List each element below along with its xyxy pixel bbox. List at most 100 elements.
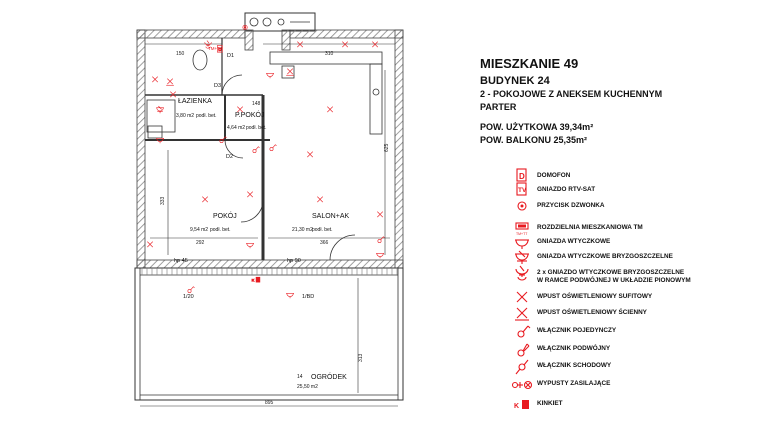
legend-item: WŁĄCZNIK POJEDYNCZY <box>465 325 760 340</box>
wall-light-icon <box>166 78 174 86</box>
svg-text:D: D <box>218 47 221 52</box>
power-socket-icon <box>286 292 294 299</box>
legend-label: GNIAZDA WTYCZKOWE <box>537 238 611 245</box>
legend-item: GNIAZDA WTYCZKOWE <box>465 237 760 251</box>
single-switch-icon <box>377 236 385 244</box>
legend-item: WPUST OŚWIETLENIOWY ŚCIENNY <box>465 307 760 322</box>
svg-text:K: K <box>252 279 255 283</box>
svg-text:K: K <box>514 403 519 410</box>
legend-label: ROZDZIELNIA MIESZKANIOWA TM <box>537 224 643 231</box>
room-floor-small-room: podł. bet. <box>246 125 267 131</box>
svg-text:D: D <box>519 172 525 181</box>
legend-label: WŁĄCZNIK POJEDYNCZY <box>537 327 617 334</box>
kitchen-counter <box>269 51 383 135</box>
room-area-living-room: 21,30 m2 <box>292 227 313 233</box>
legend-item: D DOMOFON <box>465 168 760 185</box>
single-switch-icon <box>517 325 531 338</box>
room-name-living-room: SALON+AK <box>312 213 349 220</box>
splashproof-socket-icon <box>156 105 164 114</box>
legend-item: PRZYCISK DZWONKA <box>465 201 760 215</box>
wall-lamp-icon: K <box>514 400 529 410</box>
room-area-garden: 25,50 m2 <box>297 384 318 390</box>
dimension-label: 895 <box>265 400 274 406</box>
single-switch-icon <box>252 146 260 154</box>
legend-item: WYPUSTY ZASILAJĄCE <box>465 379 760 393</box>
legend-item: K KINKIET <box>465 399 760 413</box>
ceiling-light-icon <box>377 211 384 218</box>
apartment-title: MIESZKANIE 49 <box>480 56 579 71</box>
legend-label: WŁĄCZNIK PODWÓJNY <box>537 345 611 352</box>
dimension-lines <box>140 43 398 407</box>
double-splashproof-socket-icon <box>204 40 212 49</box>
room-name-small-room: P.POKÓJ <box>235 110 264 119</box>
intercom-icon: D <box>516 168 527 182</box>
info-panel: MIESZKANIE 49 BUDYNEK 24 2 - POKOJOWE Z … <box>465 0 760 428</box>
floor-label: PARTER <box>480 102 517 112</box>
legend-item: TV GNIAZDO RTV-SAT <box>465 182 760 199</box>
dimension-label: 148 <box>252 101 261 107</box>
usable-area: POW. UŻYTKOWA 39,34m² <box>480 122 594 132</box>
ceiling-light-icon <box>170 91 177 98</box>
door-label: D3 <box>214 83 221 89</box>
height-label: hp 45 <box>174 258 188 264</box>
ceiling-light-icon <box>342 41 349 48</box>
garden-area <box>134 267 404 401</box>
legend-label-line2: W RAMCE PODWÓJNEJ W UKŁADZIE PIONOWYM <box>537 277 691 284</box>
ceiling-light-icon <box>297 41 304 48</box>
ceiling-light-icon <box>147 241 154 248</box>
tv-socket-icon: TV <box>516 182 527 196</box>
legend-label: WYPUSTY ZASILAJĄCE <box>537 380 611 387</box>
ceiling-light-icon <box>237 106 244 113</box>
window-label: 1/BD <box>302 294 314 300</box>
intercom-icon: D <box>216 45 223 53</box>
room-area-bedroom: 9,54 m2 <box>190 227 208 233</box>
legend-label: PRZYCISK DZWONKA <box>537 202 605 209</box>
ceiling-light-icon <box>317 196 324 203</box>
legend-label: KINKIET <box>537 400 563 407</box>
dimension-label: 313 <box>358 353 364 362</box>
dimension-label: 625 <box>384 143 390 152</box>
dimension-label: 366 <box>320 240 329 246</box>
legend-label: WŁĄCZNIK SCHODOWY <box>537 362 612 369</box>
legend-label: WPUST OŚWIETLENIOWY ŚCIENNY <box>537 309 647 316</box>
double-switch-icon <box>517 343 530 357</box>
doors <box>221 74 356 261</box>
wall-light-icon <box>286 68 294 76</box>
legend-label: DOMOFON <box>537 172 571 179</box>
legend-item: WŁĄCZNIK PODWÓJNY <box>465 343 760 358</box>
svg-text:TM+TT: TM+TT <box>516 232 528 236</box>
power-socket-icon <box>266 72 274 79</box>
window-label: 1/20 <box>183 294 194 300</box>
dimension-label: 292 <box>196 240 205 246</box>
room-floor-living-room: podł. bet. <box>312 227 333 233</box>
legend-label: GNIAZDA WTYCZKOWE BRYZGOSZCZELNE <box>537 253 673 260</box>
entrance-strip <box>244 12 316 32</box>
legend-label: GNIAZDO RTV-SAT <box>537 186 596 193</box>
single-switch-icon <box>187 286 195 294</box>
room-area-small-room: 4,64 m2 <box>227 125 245 131</box>
legend-item: GNIAZDA WTYCZKOWE BRYZGOSZCZELNE <box>465 250 760 266</box>
building-label: BUDYNEK 24 <box>480 75 550 87</box>
wall-lamp-icon: K <box>251 276 261 283</box>
walls <box>136 29 404 269</box>
distribution-board-icon: TM+TT <box>515 222 529 236</box>
room-floor-bedroom: podł. bet. <box>210 227 231 233</box>
legend-item: WPUST OŚWIETLENIOWY SUFITOWY <box>465 291 760 306</box>
tm-label: TM+TT <box>208 46 223 51</box>
door-label: D2 <box>226 154 233 160</box>
ceiling-light-icon <box>327 106 334 113</box>
dimension-label: 310 <box>325 51 334 57</box>
door-label: D1 <box>227 53 234 59</box>
splashproof-socket-icon <box>515 250 529 264</box>
ceiling-light-icon <box>372 41 379 48</box>
apartment-type: 2 - POKOJOWE Z ANEKSEM KUCHENNYM <box>480 89 663 99</box>
room-number-garden: 14 <box>297 374 303 380</box>
legend-label: WPUST OŚWIETLENIOWY SUFITOWY <box>537 293 653 300</box>
power-socket-icon <box>246 242 254 249</box>
legend-item: WŁĄCZNIK SCHODOWY <box>465 359 760 375</box>
double-splashproof-socket-icon <box>515 265 529 281</box>
room-name-garden: OGRÓDEK <box>311 372 347 381</box>
power-socket-icon <box>376 252 384 259</box>
doorbell-icon <box>242 24 248 30</box>
single-switch-icon <box>269 144 277 152</box>
